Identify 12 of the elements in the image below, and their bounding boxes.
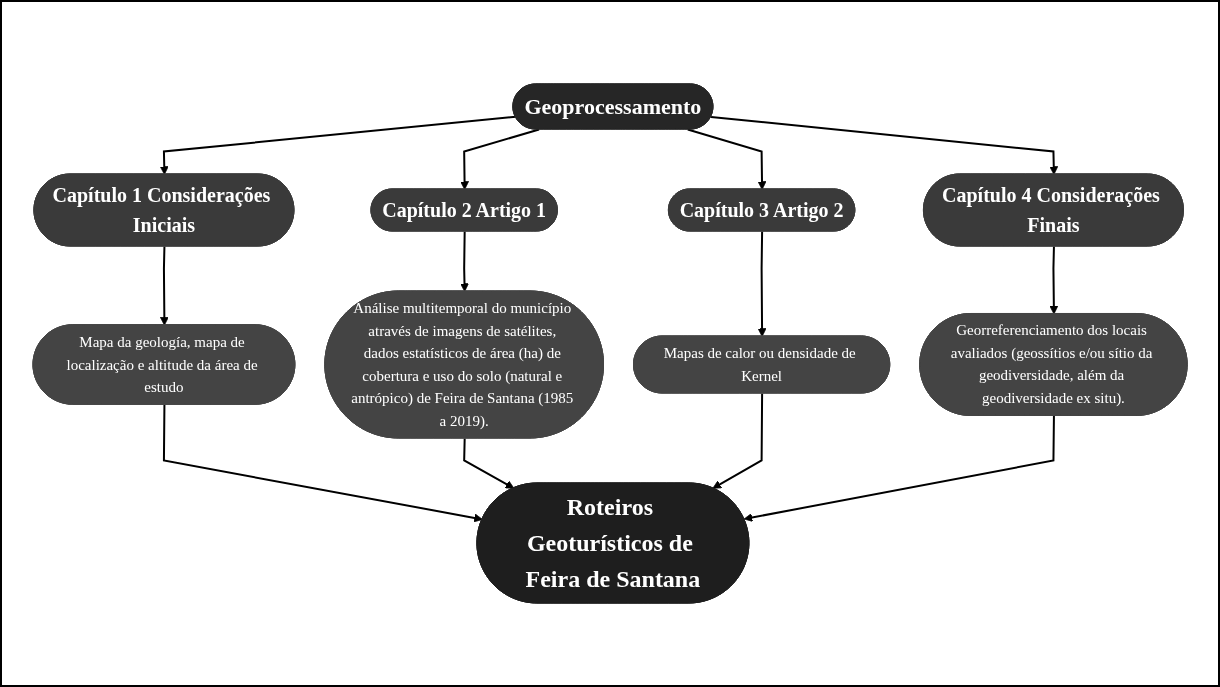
arrow <box>686 128 767 190</box>
arrow <box>463 437 515 489</box>
arrow <box>159 115 517 175</box>
arrow <box>162 403 483 523</box>
arrow <box>757 230 767 337</box>
arrow <box>709 116 1059 175</box>
arrow <box>159 245 169 326</box>
arrow <box>1049 245 1059 315</box>
arrow <box>712 392 763 489</box>
arrow <box>743 415 1055 522</box>
arrow <box>460 230 469 292</box>
arrow <box>460 128 540 190</box>
